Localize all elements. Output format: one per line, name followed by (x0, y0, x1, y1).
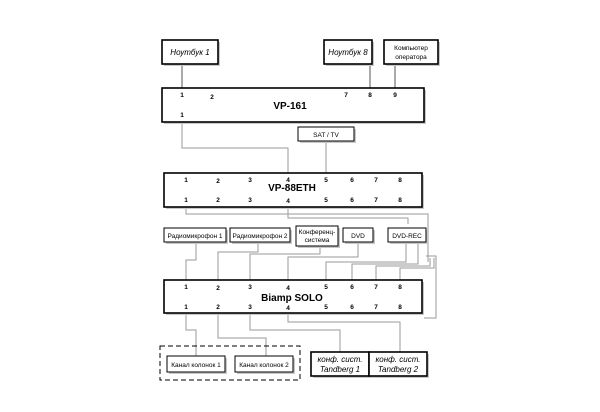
biamp-in-port: 6 (350, 284, 354, 291)
speaker-channel-2-label: Канал колонок 2 (239, 362, 289, 369)
biamp-in-port: 4 (286, 285, 290, 292)
vp161-in-8: 8 (368, 92, 372, 99)
biamp-out-port: 7 (374, 304, 378, 311)
speaker-group-outline (159, 345, 301, 381)
vp88-out-port: 6 (350, 197, 354, 204)
vp88-in-port: 5 (324, 177, 328, 184)
vp88-out-port: 7 (374, 197, 378, 204)
biamp-in-port: 5 (324, 284, 328, 291)
vp161-title: VP-161 (273, 101, 307, 112)
biamp-in-port: 1 (184, 284, 188, 291)
laptop1-box: Ноутбук 1 (161, 39, 220, 66)
wire-out-4 (287, 313, 401, 352)
vp88-in-port: 6 (350, 177, 354, 184)
mic2-label: Радиомикрофон 2 (233, 233, 288, 240)
mic1-label: Радиомикрофон 1 (168, 233, 223, 240)
biamp-out-port: 1 (184, 304, 188, 311)
operator-pc-box: Компьютер оператора (383, 39, 440, 66)
vp88-in-port: 7 (374, 177, 378, 184)
vp88-in-port: 2 (216, 178, 220, 185)
biamp-out-port: 5 (324, 304, 328, 311)
wire-dvdrec-8 (399, 258, 435, 280)
biamp-in-port: 2 (216, 285, 220, 292)
wire-out-2 (217, 313, 267, 356)
conference-label-2: система (305, 237, 330, 244)
biamp-in-port: 7 (374, 284, 378, 291)
vp88-out-port: 1 (184, 197, 188, 204)
biamp-out-port: 3 (248, 304, 252, 311)
vp161-in-1: 1 (180, 92, 184, 99)
vp161-in-9: 9 (393, 92, 397, 99)
laptop8-box: Ноутбук 8 (323, 39, 374, 66)
vp161-out-1: 1 (180, 112, 184, 119)
vp88-out-port: 5 (324, 197, 328, 204)
biamp-out-ports: 1 2 3 4 5 6 7 8 (184, 304, 402, 312)
tandberg-1-label-1: конф. сист. (317, 355, 362, 364)
wire-conf (249, 248, 321, 280)
vp88-title: VP-88ETH (268, 183, 316, 194)
sattv-box: SAT / TV (297, 126, 356, 143)
speaker-channel-1-label: Канал колонок 1 (171, 362, 221, 369)
wire-return-bus (424, 255, 437, 319)
biamp-in-port: 3 (248, 284, 252, 291)
vp161-in-7: 7 (344, 92, 348, 99)
biamp-out-port: 2 (216, 304, 220, 311)
vp88-in-port: 1 (184, 177, 188, 184)
vp88-out-port: 8 (398, 197, 402, 204)
sattv-label: SAT / TV (313, 132, 339, 139)
wire-vp88-to-dvdrec (287, 207, 409, 224)
vp88-out-port: 3 (248, 197, 252, 204)
wire-dvd (287, 243, 359, 280)
vp161-box: VP-161 1 2 7 8 9 1 (161, 87, 426, 124)
dvd-label: DVD (351, 233, 365, 240)
wire-dvdrec-7 (375, 258, 431, 280)
speaker-channel-2-box: Канал колонок 2 (234, 355, 295, 374)
vp88-box: VP-88ETH 1 2 3 4 5 6 7 8 1 2 3 4 5 6 7 8 (163, 172, 424, 209)
tandberg-2-box: конф. сист. Tandberg 2 (368, 351, 429, 378)
wire-dvdrec-5 (325, 243, 407, 280)
vp88-in-port: 3 (248, 177, 252, 184)
laptop1-label: Ноутбук 1 (170, 48, 209, 57)
vp88-out-port: 4 (286, 198, 290, 205)
biamp-in-port: 8 (398, 284, 402, 291)
operator-pc-label-2: оператора (395, 54, 427, 61)
tandberg-1-label-2: Tandberg 1 (320, 365, 360, 374)
dvdrec-label: DVD-REC (392, 233, 422, 240)
biamp-title: Biamp SOLO (261, 293, 323, 304)
dvd-box: DVD (342, 227, 375, 244)
tandberg-2-label-1: конф. сист. (375, 355, 420, 364)
biamp-out-port: 8 (398, 304, 402, 311)
laptop8-label: Ноутбук 8 (328, 48, 368, 57)
vp88-in-ports: 1 2 3 4 5 6 7 8 (184, 177, 402, 185)
wire-dvdrec-6 (351, 243, 419, 280)
wire-mic2 (217, 243, 259, 280)
wires (181, 65, 437, 356)
speaker-channel-1-box: Канал колонок 1 (166, 355, 227, 374)
biamp-out-port: 6 (350, 304, 354, 311)
tandberg-2-label-2: Tandberg 2 (378, 365, 419, 374)
mic2-box: Радиомикрофон 2 (229, 227, 292, 244)
wire-out-1 (185, 313, 197, 356)
mic1-box: Радиомикрофон 1 (163, 227, 228, 244)
biamp-in-ports: 1 2 3 4 5 6 7 8 (184, 284, 402, 292)
dvdrec-box: DVD-REC (387, 227, 428, 244)
operator-pc-label-1: Компьютер (394, 45, 428, 52)
conference-box: Конференц- система (295, 225, 340, 248)
conference-label-1: Конференц- (299, 229, 336, 236)
vp88-in-port: 4 (286, 177, 290, 184)
wire-vp161-to-vp88 (181, 122, 289, 173)
vp88-out-ports: 1 2 3 4 5 6 7 8 (184, 197, 402, 205)
wire-out-3 (249, 313, 341, 352)
biamp-box: Biamp SOLO 1 2 3 4 5 6 7 8 1 2 3 4 5 6 7… (163, 279, 424, 315)
biamp-out-port: 4 (286, 305, 290, 312)
vp88-in-port: 8 (398, 177, 402, 184)
vp88-out-port: 2 (216, 197, 220, 204)
wire-mic1 (185, 243, 197, 280)
vp161-in-2: 2 (210, 94, 214, 101)
tandberg-1-box: конф. сист. Tandberg 1 (310, 351, 371, 378)
